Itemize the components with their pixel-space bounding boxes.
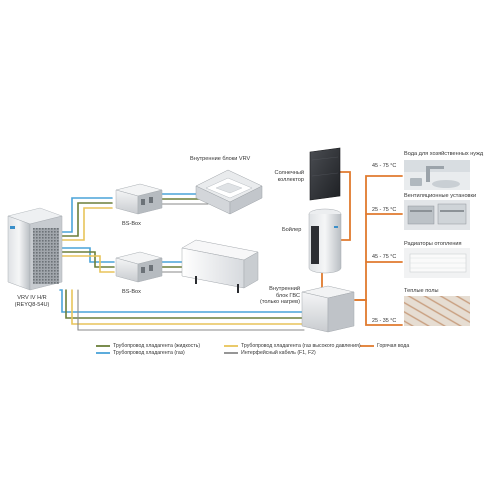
boiler-tank bbox=[308, 208, 342, 274]
solar-collector bbox=[309, 147, 341, 201]
temp-floor-heating: 25 - 35 °C bbox=[372, 318, 397, 324]
bsbox-top bbox=[115, 183, 163, 215]
bsbox-bottom bbox=[115, 251, 163, 283]
output-label-radiators: Радиаторы отопления bbox=[404, 241, 462, 247]
outdoor-label-line1: VRV IV H/R bbox=[17, 295, 47, 301]
outdoor-label-line2: (REYQ8-54U) bbox=[14, 301, 50, 308]
boiler-label: Бойлер bbox=[282, 227, 302, 233]
legend-gas: Трубопровод хладагента (газ) bbox=[113, 350, 185, 356]
floor-unit bbox=[181, 239, 259, 293]
outdoor-unit-label: VRV IV H/R (REYQ8-54U) bbox=[2, 295, 62, 308]
legend-hot-water: Горячая вода bbox=[377, 343, 410, 349]
solar-label: Солнечный коллектор bbox=[262, 170, 304, 183]
hot-water-pipes bbox=[321, 171, 403, 326]
output-label-domestic-water: Вода для хозяйственных нужд bbox=[404, 151, 484, 157]
outdoor-unit bbox=[7, 207, 63, 291]
output-label-ventilation: Вентиляционные установки bbox=[404, 193, 477, 199]
domestic-water-photo bbox=[404, 160, 470, 190]
output-label-floor-heating: Теплые полы bbox=[404, 288, 439, 294]
solar-label-line2: коллектор bbox=[277, 176, 304, 183]
temp-domestic-water: 45 - 75 °C bbox=[372, 163, 397, 169]
hw-indoor-unit bbox=[301, 285, 355, 333]
floor-heating-photo bbox=[404, 296, 470, 326]
legend-swatches bbox=[96, 345, 374, 354]
temp-radiators: 45 - 75 °C bbox=[372, 254, 397, 260]
legend-liquid: Трубопровод хладагента (жидкость) bbox=[113, 343, 201, 349]
pipes-bottom-bsbox bbox=[54, 247, 115, 273]
hw-unit-line2: блок ГВС bbox=[275, 292, 300, 299]
bsbox-top-label: BS-Box bbox=[122, 221, 141, 227]
indoor-vrv-label: Внутренние блоки VRV bbox=[190, 156, 251, 162]
hw-unit-line1: Внутренний bbox=[269, 286, 300, 292]
radiator-photo bbox=[404, 248, 470, 278]
pipes-top-bsbox bbox=[54, 197, 113, 241]
solar-label-line1: Солнечный bbox=[274, 170, 304, 176]
pipes-hw-unit bbox=[59, 289, 305, 331]
ventilation-photo bbox=[404, 200, 470, 230]
temp-ventilation: 25 - 75 °C bbox=[372, 207, 397, 213]
legend-hp-gas: Трубопровод хладагента (газ высокого дав… bbox=[241, 343, 361, 349]
cassette-unit bbox=[195, 169, 263, 215]
hw-unit-line3: (только нагрев) bbox=[259, 299, 300, 306]
hw-unit-label: Внутренний блок ГВС (только нагрев) bbox=[244, 286, 300, 306]
legend-cable: Интерфейсный кабель (F1, F2) bbox=[241, 350, 316, 356]
bsbox-bottom-label: BS-Box bbox=[122, 289, 141, 295]
